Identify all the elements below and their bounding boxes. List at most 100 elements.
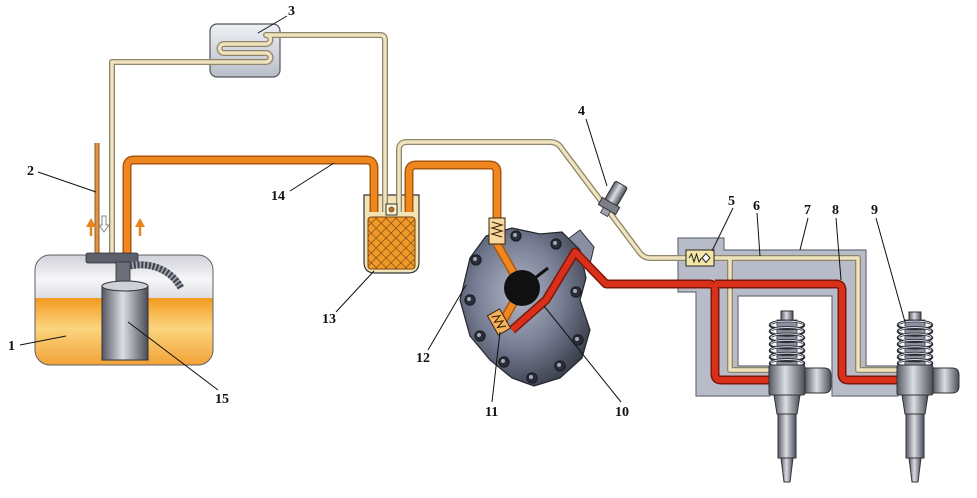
- callout-label: 2: [27, 164, 34, 179]
- pump-bolt: [570, 286, 582, 298]
- bolt-highlight: [513, 233, 517, 237]
- flow-arrow-up-icon: [135, 218, 145, 236]
- in-tank-pump-top: [101, 280, 149, 292]
- injector-body: [896, 364, 934, 396]
- pressure-line-core: [510, 249, 897, 383]
- temperature-sensor: [597, 181, 628, 218]
- bolt-highlight: [553, 241, 557, 245]
- callout-label: 12: [416, 351, 430, 366]
- leader-line: [19, 335, 67, 346]
- leader-line: [335, 270, 375, 313]
- head-return-channel-core: [714, 256, 897, 372]
- unit-injector: [768, 310, 832, 483]
- callout-label: 1: [8, 339, 15, 354]
- bolt-highlight: [477, 333, 481, 337]
- injector-neck: [901, 394, 929, 415]
- filter-outlet-line-outline: [404, 160, 502, 220]
- leader-line: [875, 217, 906, 323]
- filter-element: [367, 216, 416, 270]
- callout-label: 8: [832, 203, 839, 218]
- flow-arrow-up-icon: [86, 218, 96, 236]
- leader-line: [37, 171, 97, 193]
- supply-line: [122, 155, 527, 329]
- callout-label: 6: [753, 199, 760, 214]
- callout-label: 15: [215, 392, 229, 407]
- in-tank-pump-body: [101, 285, 149, 361]
- pump-hose: [129, 261, 185, 290]
- filter-valve-ball: [388, 206, 395, 213]
- bolt-highlight: [467, 297, 471, 301]
- in-tank-pump: [101, 280, 149, 361]
- callout-label: 11: [485, 405, 498, 420]
- filter-outlet-line-core: [406, 162, 500, 220]
- injector-nozzle-body: [777, 413, 797, 459]
- pump-bolt: [498, 356, 510, 368]
- bolt-highlight: [529, 375, 533, 379]
- bolt-highlight: [575, 337, 579, 341]
- pump-bolt: [474, 330, 486, 342]
- leader-line: [543, 305, 622, 403]
- sensor-tip: [599, 206, 612, 218]
- callout-label: 3: [288, 4, 295, 19]
- leader-line: [711, 207, 734, 252]
- leader-line: [427, 284, 467, 351]
- pump-inlet-valve: [488, 217, 506, 245]
- leader-line: [491, 331, 501, 403]
- check-valve: [685, 249, 715, 267]
- return-line: [109, 32, 897, 373]
- pump-bolt: [464, 294, 476, 306]
- pump-bolts: [464, 230, 584, 384]
- injector-nozzle-body: [905, 413, 925, 459]
- pump-rotor-arm: [521, 266, 549, 290]
- limiting-valve-spring: [491, 314, 507, 329]
- leader-line: [585, 118, 608, 187]
- unit-injector: [896, 311, 960, 483]
- pressure-line: [509, 247, 897, 385]
- leader-line: [127, 321, 219, 391]
- injector-nozzle-tip: [908, 457, 922, 483]
- callout-label: 14: [271, 189, 285, 204]
- injector-spring: [768, 319, 806, 369]
- bolt-highlight: [573, 289, 577, 293]
- callout-label: 7: [804, 203, 811, 218]
- callout-label: 10: [615, 405, 629, 420]
- flange-plate: [85, 252, 139, 264]
- injector-side-housing: [932, 367, 960, 394]
- pump-bolt: [554, 360, 566, 372]
- bolt-highlight: [501, 359, 505, 363]
- inlet-valve-spring: [490, 221, 504, 238]
- callout-labels: 1 2 3 4 5 6 7 8 9 10 11 12 13 14 15: [8, 4, 878, 420]
- leader-lines: [19, 15, 906, 403]
- callout-label: 9: [871, 203, 878, 218]
- pump-bolt: [550, 238, 562, 250]
- injector-body: [768, 364, 806, 396]
- check-valve-ball: [701, 252, 711, 264]
- bolt-highlight: [557, 363, 561, 367]
- injector-plunger-cap: [780, 310, 794, 322]
- bolt-highlight: [473, 257, 477, 261]
- check-valve-spring: [688, 252, 702, 264]
- leader-line: [756, 212, 761, 257]
- injector-side-housing: [804, 367, 832, 394]
- callout-label: 4: [578, 104, 585, 119]
- pump-bolt: [572, 334, 584, 346]
- filter-valve: [385, 203, 398, 216]
- flow-arrow-down-icon: [98, 215, 110, 233]
- callout-label: 13: [322, 312, 336, 327]
- leader-line: [257, 15, 288, 34]
- callout-label: 5: [728, 194, 735, 209]
- leader-line: [835, 217, 842, 281]
- pump-hose-coils: [129, 261, 185, 290]
- pump-bolt: [510, 230, 522, 242]
- pump-housing: [459, 227, 591, 387]
- pump-bolt: [526, 372, 538, 384]
- injector-spring: [896, 319, 934, 369]
- leader-line: [289, 162, 335, 192]
- supply-line-core: [124, 157, 377, 258]
- arrow-head: [135, 218, 145, 227]
- return-line-core: [110, 33, 387, 258]
- pressure-limiting-valve: [486, 308, 512, 336]
- injector-nozzle-tip: [780, 457, 794, 483]
- injector-neck: [773, 394, 801, 415]
